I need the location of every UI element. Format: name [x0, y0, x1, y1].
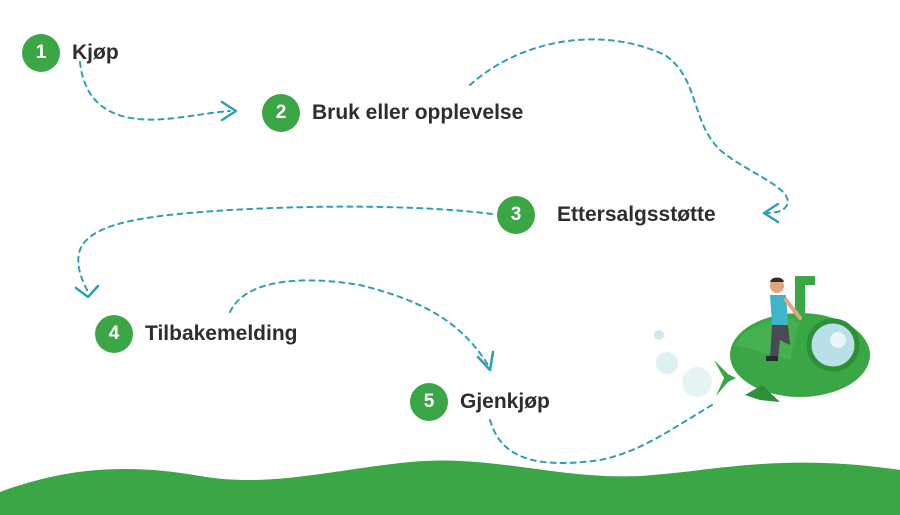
step-number-badge: 1 [22, 34, 60, 72]
path-4-to-5 [229, 279, 489, 366]
arrow-down-right-icon [476, 350, 495, 372]
propeller-icon [714, 360, 736, 396]
step-number-badge: 3 [497, 196, 535, 234]
ground-strip [0, 504, 900, 515]
bubble [682, 367, 712, 397]
step-label: Bruk eller opplevelse [312, 101, 524, 124]
step-label: Ettersalgsstøtte [557, 203, 716, 226]
step-label: Tilbakemelding [145, 322, 298, 345]
step-5: 5 Gjenkjøp [410, 383, 550, 421]
step-number-badge: 5 [410, 383, 448, 421]
step-1: 1 Kjøp [22, 34, 119, 72]
step-label: Gjenkjøp [460, 390, 550, 413]
arrowheads [74, 100, 780, 372]
path-2-to-3 [469, 38, 789, 214]
green-hills [0, 460, 900, 515]
journey-path [77, 38, 789, 464]
step-2: 2 Bruk eller opplevelse [262, 94, 523, 132]
path-1-to-2 [79, 61, 231, 121]
path-3-to-4 [77, 205, 493, 293]
bubble [654, 330, 664, 340]
step-label: Kjøp [72, 41, 119, 64]
bubbles [654, 330, 712, 397]
step-number-badge: 2 [262, 94, 300, 132]
step-number-badge: 4 [95, 315, 133, 353]
arrow-left-icon [762, 202, 780, 224]
path-5-to-sub [489, 404, 713, 464]
bubble [656, 352, 678, 374]
step-3: 3 Ettersalgsstøtte [497, 196, 716, 234]
arrow-down-icon [74, 284, 100, 299]
submarine-icon [714, 276, 870, 402]
step-4: 4 Tilbakemelding [95, 315, 298, 353]
person-icon [766, 277, 802, 361]
arrow-right-icon [220, 100, 238, 122]
